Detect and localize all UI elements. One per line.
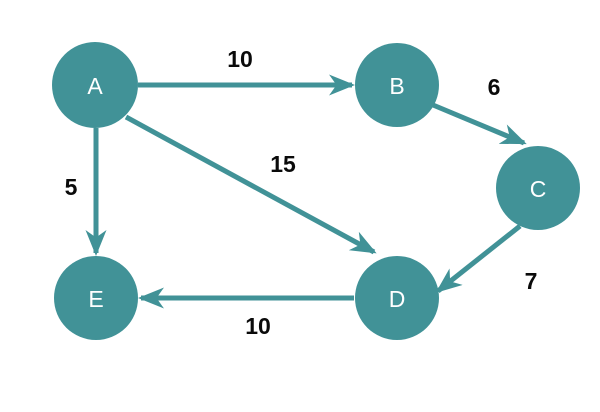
node-a-circle[interactable] — [52, 42, 138, 128]
node-b-label: B — [389, 73, 404, 99]
weight-labels-layer: 10 6 7 10 15 5 — [65, 46, 538, 339]
edge-weight-a-b: 10 — [227, 46, 253, 72]
node-b[interactable]: B — [355, 43, 439, 127]
node-e-label: E — [88, 286, 103, 312]
edge-weight-d-e: 10 — [245, 313, 271, 339]
edge-weight-c-d: 7 — [525, 268, 538, 294]
node-e-circle[interactable] — [54, 256, 138, 340]
node-c[interactable]: C — [496, 146, 580, 230]
node-b-circle[interactable] — [355, 43, 439, 127]
edge-weight-a-e: 5 — [65, 174, 78, 200]
nodes-layer: A B C D E — [52, 42, 580, 340]
edge-weight-b-c: 6 — [488, 74, 501, 100]
node-a[interactable]: A — [52, 42, 138, 128]
node-c-circle[interactable] — [496, 146, 580, 230]
node-c-label: C — [530, 176, 547, 202]
edge-c-to-d — [435, 224, 522, 293]
edge-b-to-c — [432, 102, 527, 146]
edges-layer — [85, 74, 527, 309]
node-d[interactable]: D — [355, 256, 439, 340]
edge-a-to-d — [124, 114, 377, 255]
node-e[interactable]: E — [54, 256, 138, 340]
node-d-label: D — [389, 286, 406, 312]
edge-weight-a-d: 15 — [270, 151, 296, 177]
node-a-label: A — [87, 73, 103, 99]
node-d-circle[interactable] — [355, 256, 439, 340]
